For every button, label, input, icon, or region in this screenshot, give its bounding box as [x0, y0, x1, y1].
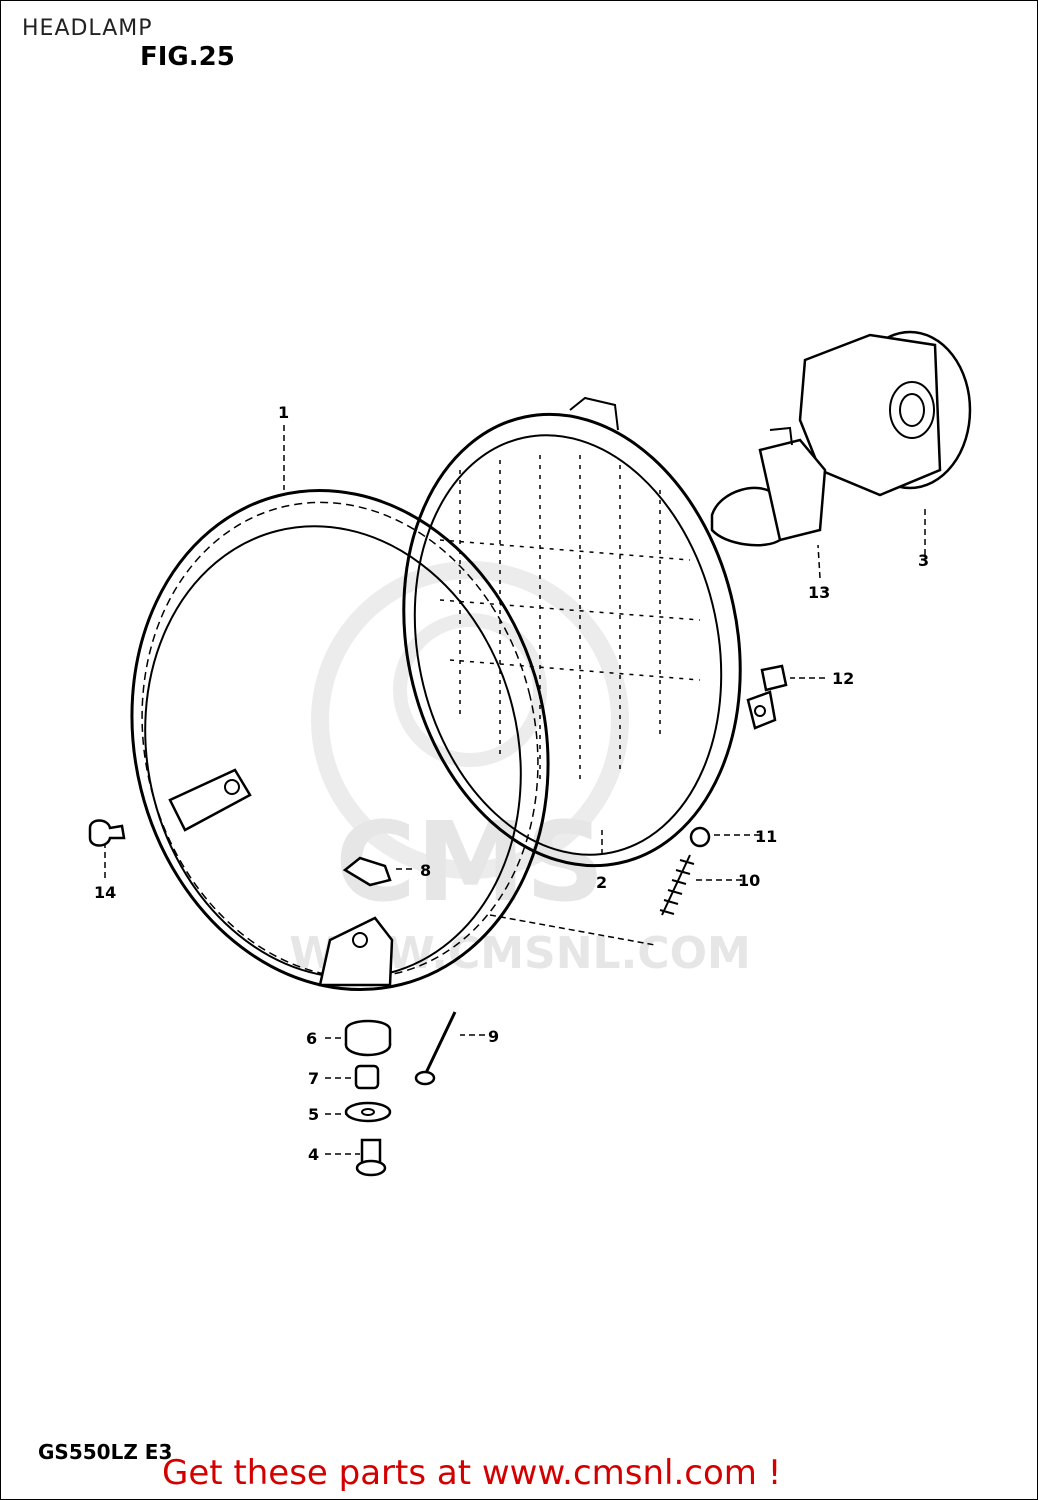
nut-8	[342, 856, 392, 887]
callout-4: 4	[308, 1145, 319, 1164]
callout-3: 3	[918, 551, 929, 570]
bulb	[710, 426, 827, 547]
nut-11	[689, 826, 711, 848]
callout-10: 10	[738, 871, 760, 890]
callout-9: 9	[488, 1027, 499, 1046]
callout-11: 11	[755, 827, 777, 846]
washer-5	[344, 1101, 392, 1123]
headlamp-housing	[130, 489, 550, 991]
clip-12	[760, 664, 788, 692]
promo-banner-link[interactable]: Get these parts at www.cmsnl.com !	[162, 1453, 782, 1493]
page-title: HEADLAMP	[22, 16, 153, 41]
callout-6: 6	[306, 1029, 317, 1048]
screw-14	[88, 819, 126, 847]
spring-10	[659, 854, 695, 916]
callout-7: 7	[308, 1069, 319, 1088]
callout-12: 12	[832, 669, 854, 688]
leader-lines	[104, 425, 926, 1155]
callout-1: 1	[278, 403, 289, 422]
socket-cover	[798, 330, 972, 497]
callout-8: 8	[420, 861, 431, 880]
collar-7	[354, 1064, 380, 1090]
bolt-9	[414, 1011, 457, 1086]
callout-14: 14	[94, 883, 116, 902]
screw-4	[355, 1138, 387, 1177]
callout-13: 13	[808, 583, 830, 602]
grommet-6	[344, 1019, 392, 1057]
model-code: GS550LZ E3	[38, 1440, 173, 1464]
callout-2: 2	[596, 873, 607, 892]
headlamp-lens-unit	[402, 396, 777, 868]
figure-label: FIG.25	[140, 42, 235, 72]
callout-5: 5	[308, 1105, 319, 1124]
